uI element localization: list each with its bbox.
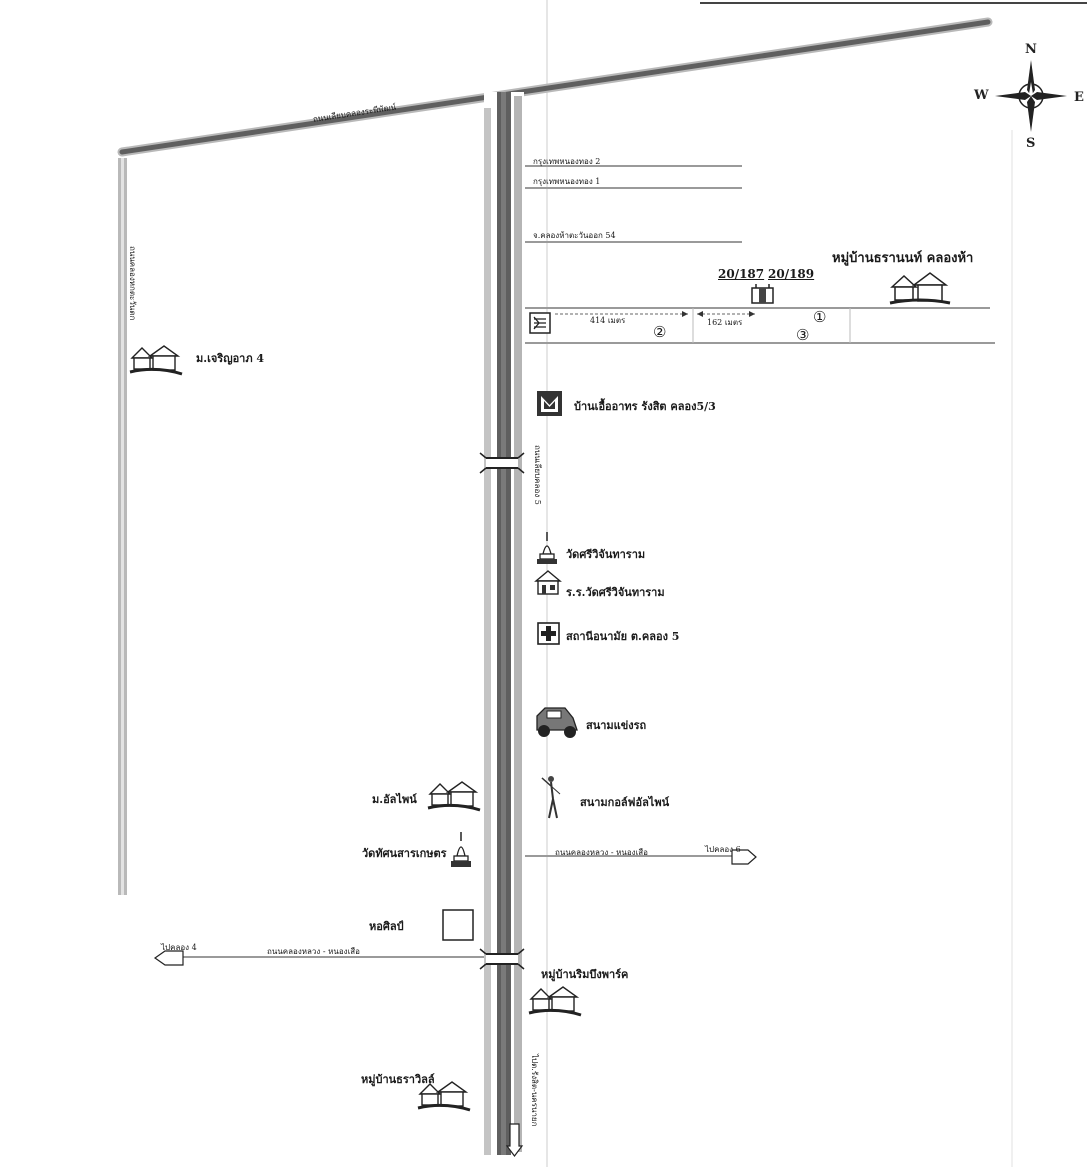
road-label-south: ไปต.รังสิต-นครนายก [530,1054,539,1127]
road-label-east-lower: ถนนคลองหลวง - หนองเสือ [555,848,648,857]
place-eua-arthorn: บ้านเอื้ออาทร รังสิต คลอง5/3 [574,400,716,413]
health-center-icon [537,622,560,645]
place-school: ร.ร.วัดศรีวิจันทาราม [566,586,665,599]
compass-s: S [1026,136,1036,151]
distance-label-1: 414 เมตร [590,316,626,325]
road-label-west-vertical: ถนนคลองหกตะวันตก [128,246,137,321]
marker-1: ① [813,308,827,326]
arrow-label-klong4: ไปคลอง 4 [161,943,197,952]
place-racetrack: สนามแข่งรถ [586,719,647,732]
art-gallery-icon [442,909,474,941]
place-wat-thammakaset: วัดทัศนสารเกษตร [362,847,447,860]
place-alpine-village: ม.อัลไพน์ [372,793,417,806]
village-access-road [525,307,995,344]
road-label-klong5: ถนนเลียบคลอง 5 [533,445,542,505]
klong-rangsit-road [117,17,993,157]
place-health: สถานีอนามัย ต.คลอง 5 [566,630,680,643]
marker-3: ③ [796,326,810,344]
place-chareon: ม.เจริญอาภ 4 [196,352,265,365]
marker-2: ② [653,323,667,341]
race-car-icon [536,707,578,738]
house-icon-alpine [427,781,481,812]
place-thara-ville: หมู่บ้านธราวิลล์ [361,1073,435,1086]
road-label-soi-kt1: กรุงเทพหนองทอง 1 [533,177,601,186]
house-icon-rim-bueng [528,986,582,1017]
road-label-soi-kt2: กรุงเทพหนองทอง 2 [533,157,601,166]
west-vertical-road [118,158,127,895]
compass-w: W [974,88,989,103]
temple-icon-wat-sri [537,532,557,564]
bridge-south [479,948,525,970]
place-art-gallery: หอศิลป์ [369,920,404,933]
place-wat-sri-chan: วัดศรีวิจันทาราม [566,548,646,561]
compass-e: E [1074,90,1084,105]
south-arrow [505,1123,524,1157]
place-rim-bueng: หมู่บ้านริมบึงพาร์ค [541,968,629,981]
house-number-b: 20/189 [768,267,815,281]
eua-arthorn-icon [537,391,562,416]
arrow-label-klong6: ไปคลอง 6 [705,845,741,854]
temple-icon-thammakaset [451,832,471,867]
east-lower-road [525,849,757,865]
main-highway [484,92,524,1155]
golfer-icon [541,776,561,819]
road-label-soi-54: จ.คลองห้าตะวันออก 54 [533,231,616,240]
compass-rose [995,60,1067,132]
place-village-top-right: หมู่บ้านธรานนท์ คลองห้า [832,251,974,266]
house-icon-village-top [889,272,951,305]
school-icon [534,570,562,595]
compass-n: N [1025,42,1037,57]
house-icon-chareon [129,345,183,376]
distance-label-2: 162 เมตร [707,318,743,327]
west-lower-road [153,950,484,966]
shop-icon [529,312,551,334]
house-marker [751,284,774,304]
bridge-north [479,452,525,474]
place-golf: สนามกอล์ฟอัลไพน์ [580,796,670,809]
road-label-west-lower: ถนนคลองหลวง - หนองเสือ [267,947,360,956]
house-icon-thara-ville [417,1081,471,1112]
house-number-a: 20/187 [718,267,765,281]
